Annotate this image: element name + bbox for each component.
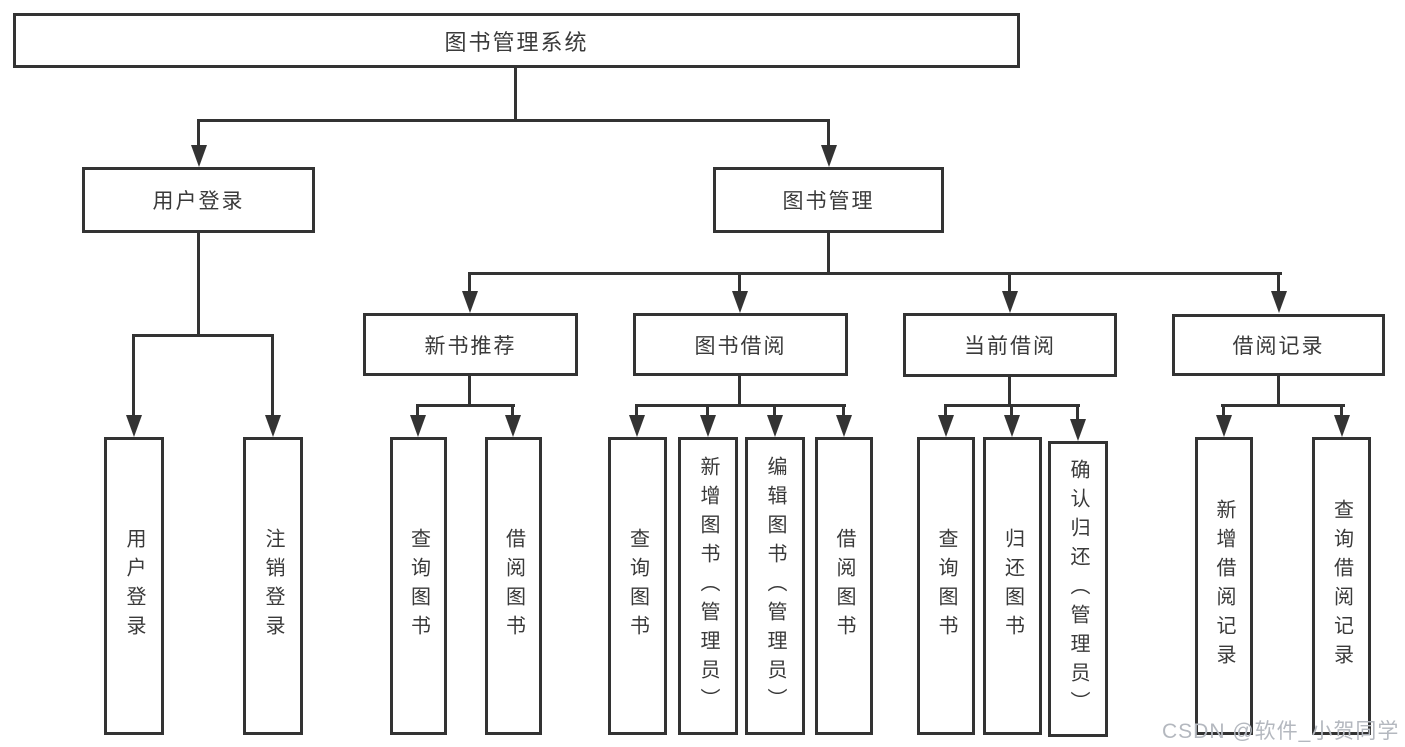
arrow-to-leaf-logout [271,335,274,415]
leaf-label: 查询图书 [407,528,430,644]
connector-book-management-hline [468,272,1282,275]
connector-recommend-stub [468,376,471,405]
arrow-to-borrowing-query [635,405,638,415]
leaf-label: 编辑图书（管理员） [764,455,786,717]
connector-book-management-stub [827,233,830,273]
arrow-to-recommend-query [416,405,419,415]
leaf-label: 查询借阅记录 [1330,499,1353,673]
leaf-add-borrow-record: 新增借阅记录 [1195,437,1253,735]
node-label: 图书管理系统 [444,29,589,55]
node-label: 借阅记录 [1232,335,1325,358]
arrow-to-current-return [1010,405,1013,415]
leaf-query-books-current: 查询图书 [917,437,975,735]
leaf-label: 新增图书（管理员） [697,455,719,717]
node-label: 新书推荐 [424,334,517,358]
leaf-label: 查询图书 [626,528,649,644]
connector-borrowing-stub [738,376,741,405]
arrow-to-borrowing-add [706,405,709,415]
leaf-label: 借阅图书 [502,528,525,644]
arrow-to-book-borrowing [738,273,741,291]
arrow-to-borrowing-records [1277,273,1280,291]
leaf-label: 借阅图书 [833,528,855,644]
connector-borrowing-hline [635,404,846,407]
connector-root-stub [514,68,517,120]
node-library-management-system: 图书管理系统 [13,13,1020,68]
leaf-query-books-recommend: 查询图书 [390,437,447,735]
arrow-to-current-confirm [1076,405,1079,419]
arrow-to-recommend-borrow [511,405,514,415]
leaf-query-books-borrowing: 查询图书 [608,437,667,735]
arrow-to-book-management [827,120,830,145]
leaf-label: 新增借阅记录 [1213,499,1235,673]
leaf-return-books: 归还图书 [983,437,1042,735]
connector-records-hline [1221,404,1345,407]
node-label: 图书管理 [782,190,875,213]
node-borrowing-records: 借阅记录 [1172,314,1385,376]
node-current-borrowing: 当前借阅 [903,313,1117,377]
leaf-edit-books-admin: 编辑图书（管理员） [745,437,805,735]
connector-root-hline [197,119,830,122]
arrow-to-borrowing-edit [773,405,776,415]
arrow-to-leaf-user-login [132,335,135,415]
leaf-borrow-books-recommend: 借阅图书 [485,437,542,735]
connector-user-login-hline [132,334,274,337]
node-label: 图书借阅 [694,334,787,358]
leaf-label: 用户登录 [123,528,145,644]
connector-records-stub [1277,376,1280,405]
node-label: 当前借阅 [964,335,1056,358]
connector-user-login-stub [197,233,200,335]
node-user-login: 用户登录 [82,167,315,233]
arrow-to-records-query [1340,405,1343,415]
leaf-borrow-books-borrowing: 借阅图书 [815,437,873,735]
arrow-to-borrowing-borrow [842,405,845,415]
leaf-logout-login: 注销登录 [243,437,303,735]
arrow-to-records-add [1222,405,1225,415]
arrow-to-user-login [197,120,200,145]
arrow-to-current-borrowing [1008,273,1011,291]
connector-recommend-hline [416,404,515,407]
arrow-to-new-book-recommend [468,273,471,291]
leaf-label: 归还图书 [1001,528,1024,644]
watermark-text: CSDN @软件_小贺同学 [1162,720,1400,743]
leaf-confirm-return-admin: 确认归还（管理员） [1048,441,1108,737]
leaf-user-login: 用户登录 [104,437,164,735]
leaf-add-books-admin: 新增图书（管理员） [678,437,738,735]
leaf-label: 查询图书 [935,528,957,644]
leaf-label: 注销登录 [262,528,284,644]
leaf-query-borrow-record: 查询借阅记录 [1312,437,1371,735]
leaf-label: 确认归还（管理员） [1067,458,1089,720]
node-book-borrowing: 图书借阅 [633,313,848,376]
node-new-book-recommend: 新书推荐 [363,313,578,376]
connector-current-stub [1008,377,1011,405]
arrow-to-current-query [944,405,947,415]
node-label: 用户登录 [152,190,245,213]
node-book-management: 图书管理 [713,167,944,233]
